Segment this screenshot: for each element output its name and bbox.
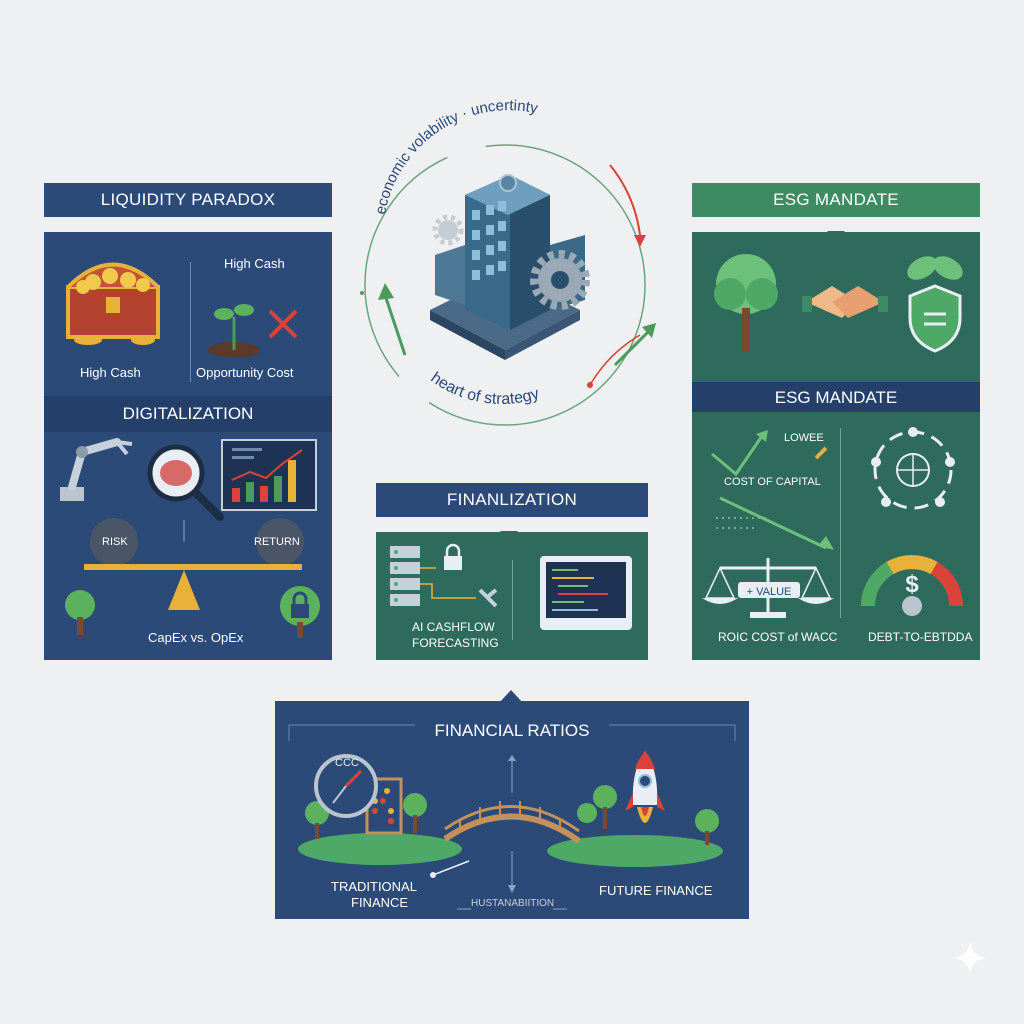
balance-seesaw-icon xyxy=(84,518,304,610)
finan-divider xyxy=(512,560,513,640)
financial-ratios-title: FINANCIAL RATIOS xyxy=(434,721,590,740)
svg-text:$: $ xyxy=(905,571,919,598)
lock-tree-icon xyxy=(280,586,320,638)
left-panel: High Cash High Cash Opportunity Cost DIG… xyxy=(44,232,332,660)
green-arrow-right xyxy=(613,328,652,367)
opportunity-cost-label: Opportunity Cost xyxy=(196,365,294,380)
finanlization-title: FINANLIZATION xyxy=(446,490,578,509)
esg-mandate-title: ESG MANDATE xyxy=(773,190,899,209)
esg-mandate-header: ESG MANDATE xyxy=(692,183,980,217)
esg-subheader-title: ESG MANDATE xyxy=(774,388,898,407)
high-cash-label-top: High Cash xyxy=(224,256,285,271)
value-badge-label: + VALUE xyxy=(746,586,792,598)
high-cash-label-bottom: High Cash xyxy=(80,365,141,380)
digitalization-title: DIGITALIZATION xyxy=(122,404,254,423)
finanlization-header: FINANLIZATION xyxy=(376,483,648,517)
digitalization-bar: DIGITALIZATION xyxy=(44,396,332,432)
code-monitor-icon xyxy=(540,556,632,630)
ccc-label: CCC xyxy=(335,757,359,769)
treasure-chest-icon xyxy=(66,262,160,345)
debt-to-ebitda-label: DEBT-TO-EBTDDA xyxy=(868,630,973,644)
cost-of-capital-label: COST OF CAPITAL xyxy=(724,476,821,488)
ccc-gauge-icon xyxy=(314,754,378,818)
liquidity-paradox-title: LIQUIDITY PARADOX xyxy=(100,190,276,209)
red-x-icon xyxy=(268,309,298,339)
sustainability-label: HUSTANABIITION xyxy=(471,898,555,909)
risk-label: RISK xyxy=(102,536,128,548)
finance-label: FINANCE xyxy=(351,895,409,910)
center-ring-diagram: economic volability · uncertinty heart o… xyxy=(360,97,656,426)
leaf-shield-icon xyxy=(907,256,963,353)
future-finance-label: FUTURE FINANCE xyxy=(599,883,713,898)
ratios-frame-lines xyxy=(288,724,736,910)
rocket-icon xyxy=(625,751,665,823)
cost-capital-arrows-icon xyxy=(711,430,834,550)
finanlization-panel: AI CASHFLOW FORECASTING xyxy=(376,532,648,660)
red-arrow-arc-lower xyxy=(589,334,641,386)
right-panel: ESG MANDATE LOWEE COST OF CAPITAL + VALU… xyxy=(692,232,980,660)
eco-tree-icon xyxy=(714,254,778,352)
ai-cashflow-label: AI CASHFLOW xyxy=(412,620,495,634)
financial-ratios-panel: FINANCIAL RATIOS CCC xyxy=(275,701,749,919)
sprout-icon xyxy=(208,304,260,358)
handshake-icon xyxy=(802,286,888,318)
ratios-pointer xyxy=(500,690,522,702)
small-gear-icon xyxy=(432,214,464,246)
ring-bottom-text: heart of strategy xyxy=(428,369,542,408)
robot-arm-icon xyxy=(60,438,133,501)
debt-gauge-icon: $ xyxy=(861,555,963,616)
esg-subheader-bar: ESG MANDATE xyxy=(692,382,980,412)
global-network-icon xyxy=(871,427,955,510)
brain-magnifier-icon xyxy=(147,444,224,521)
server-lock-icon xyxy=(390,543,498,608)
gear-icon xyxy=(530,250,590,310)
forecasting-label: FORECASTING xyxy=(412,636,499,650)
tree-icon xyxy=(65,590,95,635)
esg-divider xyxy=(840,428,841,618)
ring-circle xyxy=(364,144,646,426)
traditional-label: TRADITIONAL xyxy=(331,879,417,894)
scales-icon xyxy=(702,558,834,618)
capex-opex-label: CapEx vs. OpEx xyxy=(148,630,244,645)
value-badge: + VALUE xyxy=(738,582,800,598)
red-arrow-arc xyxy=(609,164,641,236)
lowee-label: LOWEE xyxy=(784,432,824,444)
chart-monitor-icon xyxy=(221,439,317,511)
divider xyxy=(190,262,191,382)
roic-label: ROIC COST of WACC xyxy=(718,630,838,644)
sparkle-icon xyxy=(954,942,986,974)
return-label: RETURN xyxy=(254,536,300,548)
liquidity-paradox-header: LIQUIDITY PARADOX xyxy=(44,183,332,217)
green-arrow-left xyxy=(383,294,407,356)
